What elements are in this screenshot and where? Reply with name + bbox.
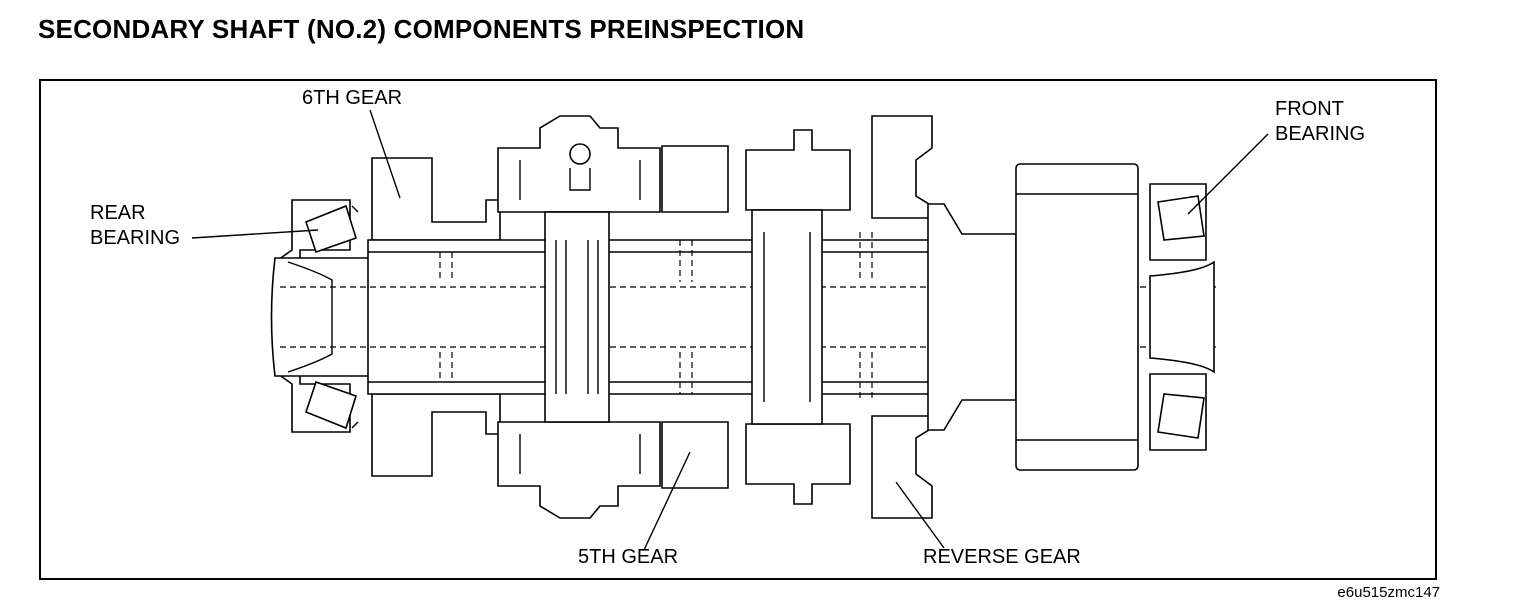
front-bearing-shape: [1149, 183, 1215, 451]
fifth-gear-shape: [661, 145, 729, 489]
page-title: SECONDARY SHAFT (NO.2) COMPONENTS PREINS…: [38, 14, 805, 44]
sixth-gear-label: 6TH GEAR: [302, 87, 403, 109]
front-shaft-shape: [927, 163, 1139, 471]
callout-leader-lines: [191, 109, 1269, 551]
reverse-gear-label: REVERSE GEAR: [923, 546, 1081, 568]
diagram-frame: [39, 79, 1437, 580]
fifth-gear-label: 5TH GEAR: [578, 546, 679, 568]
rear-bearing-shape: [270, 199, 371, 433]
reference-code: e6u515zmc147: [1337, 584, 1440, 601]
front-bearing-label: FRONT BEARING: [1275, 98, 1366, 145]
synchronizer-shape: [497, 115, 661, 519]
reverse-gear-shape: [745, 115, 933, 519]
rear-bearing-label: REAR BEARING: [90, 202, 181, 249]
